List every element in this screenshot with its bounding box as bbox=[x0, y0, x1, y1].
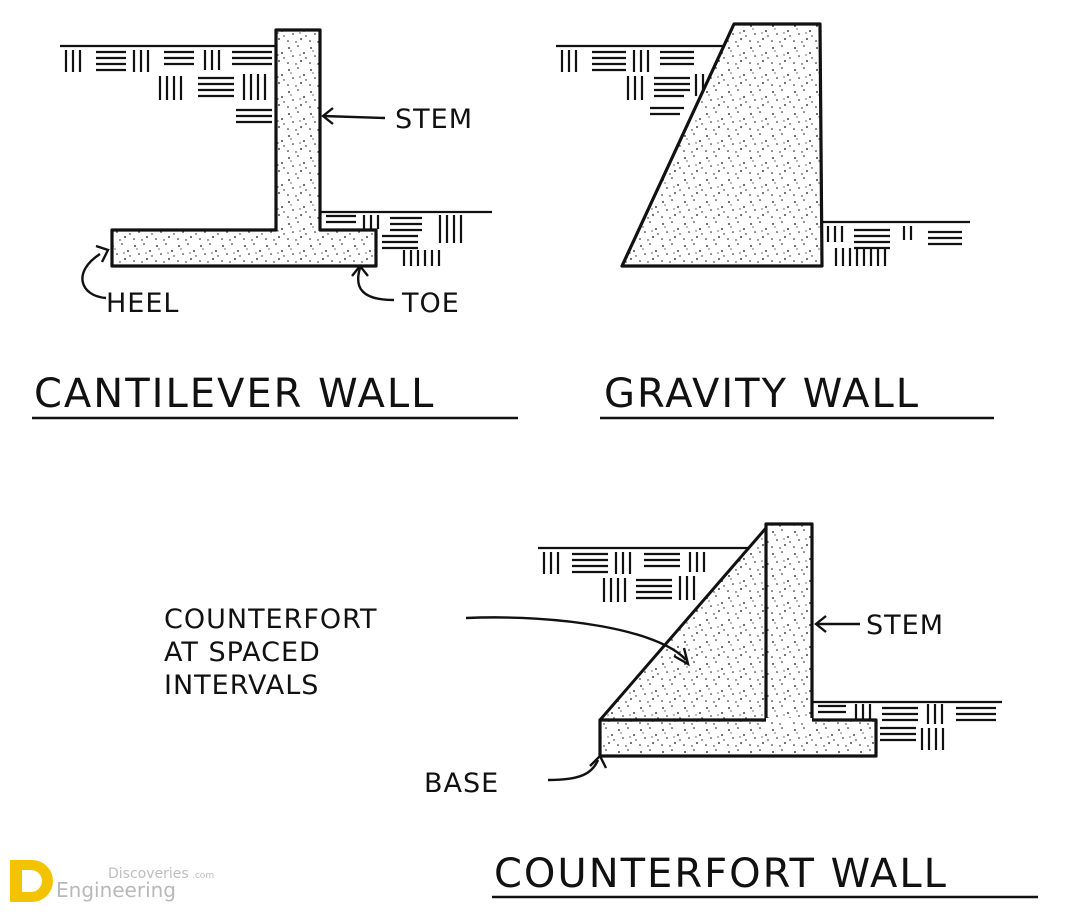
stem-leader-arrow bbox=[321, 107, 386, 125]
counterfort-wall-figure: STEM COUNTERFORT AT SPACED INTERVALS BAS… bbox=[164, 522, 1038, 899]
counterfort-label-line3: INTERVALS bbox=[164, 670, 319, 701]
base-label: BASE bbox=[424, 768, 499, 799]
gravity-wall-figure: GRAVITY WALL bbox=[556, 22, 994, 420]
counterfort-base-section bbox=[598, 718, 878, 758]
counterfort-stem-section bbox=[764, 522, 814, 722]
base-leader-arrow bbox=[547, 753, 608, 782]
retained-soil-hatch bbox=[60, 44, 275, 124]
engineering-discoveries-watermark: D Discoveries .com Engineering bbox=[10, 860, 214, 902]
front-soil-hatch bbox=[320, 210, 492, 266]
heel-leader-arrow bbox=[81, 244, 110, 300]
counterfort-section bbox=[598, 526, 768, 722]
watermark-line1: Discoveries bbox=[108, 866, 189, 882]
logo-icon: D bbox=[10, 860, 53, 902]
toe-leader-arrow bbox=[351, 264, 395, 302]
watermark-line1-suffix: .com bbox=[192, 871, 214, 881]
gravity-wall-section bbox=[620, 22, 824, 268]
heel-label: HEEL bbox=[106, 288, 179, 319]
retained-soil-hatch bbox=[538, 546, 760, 602]
gravity-wall-title: GRAVITY WALL bbox=[604, 371, 920, 417]
svg-text:D: D bbox=[27, 873, 40, 892]
cantilever-wall-title: CANTILEVER WALL bbox=[34, 371, 435, 417]
front-soil-hatch bbox=[812, 700, 1002, 750]
stem-label: STEM bbox=[395, 104, 473, 135]
stem-leader-arrow bbox=[814, 615, 860, 633]
counterfort-label-line2: AT SPACED bbox=[164, 637, 321, 668]
counterfort-label-line1: COUNTERFORT bbox=[164, 604, 377, 635]
cantilever-wall-section bbox=[110, 28, 378, 268]
counterfort-leader-arrow bbox=[465, 616, 690, 667]
toe-label: TOE bbox=[401, 288, 460, 319]
retained-soil-hatch bbox=[556, 44, 728, 116]
watermark-line2: Engineering bbox=[56, 878, 176, 902]
counterfort-wall-title: COUNTERFORT WALL bbox=[494, 851, 948, 897]
cantilever-wall-figure: STEM HEEL TOE CANTILEVER WALL bbox=[32, 28, 518, 420]
counterfort-stem-label: STEM bbox=[866, 610, 944, 641]
front-soil-hatch bbox=[822, 220, 970, 266]
